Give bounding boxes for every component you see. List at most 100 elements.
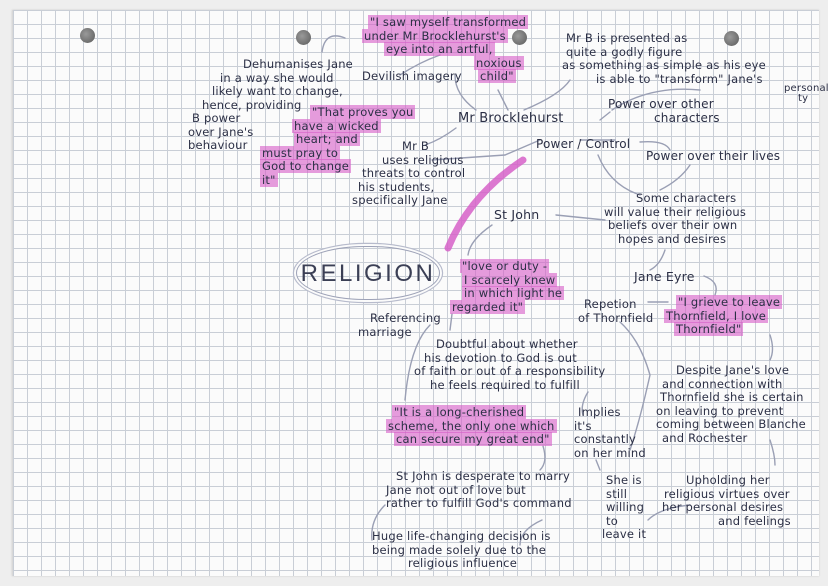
note-power-over-others: Power over other characters <box>608 97 720 125</box>
note-line: personali <box>784 83 828 94</box>
note-mr-b-presented: Mr B is presented as quite a godly figur… <box>562 31 766 86</box>
connector-line <box>467 224 493 256</box>
note-line: religious virtues over <box>664 486 790 501</box>
node-st-john: St John <box>494 207 540 222</box>
note-line: of faith or out of a responsibility <box>414 364 606 378</box>
central-topic-bubble: RELIGION <box>296 246 440 300</box>
node-jane-eyre: Jane Eyre <box>634 269 695 284</box>
note-line: hence, providing <box>202 97 302 112</box>
note-line: Despite Jane's love <box>676 363 790 377</box>
connector-line <box>454 74 477 111</box>
quote-line: "That proves you <box>310 105 416 119</box>
note-line: of Thornfield <box>578 310 654 325</box>
note-line: religious influence <box>408 556 517 570</box>
note-line: ty <box>798 93 809 104</box>
connector-line <box>769 334 774 361</box>
quote-line: "It is a long-cherished <box>392 405 527 419</box>
node-power-control: Power / Control <box>536 137 631 151</box>
quote-line: in which light he <box>462 286 565 300</box>
connector-line <box>581 391 589 416</box>
connector-line <box>703 275 717 296</box>
quote-grieve-to-leave: "I grieve to leave Thornfield, I love Th… <box>664 295 783 337</box>
note-line: Dehumanises Jane <box>243 57 353 71</box>
note-line: St John is desperate to marry <box>396 469 571 483</box>
quote-line: "I saw myself transformed <box>368 15 529 29</box>
note-line: beliefs over their own <box>608 218 738 232</box>
connector-line <box>649 249 666 271</box>
note-line: behaviour <box>188 138 248 152</box>
connector-line <box>431 139 541 161</box>
quote-line: have a wicked <box>292 118 381 133</box>
note-line: likely want to change, <box>212 84 343 98</box>
punch-hole-icon <box>512 30 527 45</box>
note-line: being made solely due to the <box>372 542 547 557</box>
quote-line: "I grieve to leave <box>676 295 783 309</box>
note-line: is able to "transform" Jane's <box>596 71 763 86</box>
note-line: quite a godly figure <box>566 44 683 59</box>
note-line: Mr B <box>402 139 429 153</box>
connector-line <box>599 111 611 121</box>
note-line: it's <box>574 418 592 433</box>
note-line: in a way she would <box>220 70 334 85</box>
note-line: on leaving to prevent <box>656 403 784 418</box>
note-line: Some characters <box>636 191 737 205</box>
note-line: Referencing <box>370 311 441 325</box>
note-dehumanises: Dehumanises Jane in a way she would like… <box>188 57 353 153</box>
note-line: as something as simple as his eye <box>562 58 766 72</box>
connector-line <box>595 459 601 471</box>
note-power-over-lives: Power over their lives <box>646 149 781 163</box>
note-line: and Rochester <box>662 430 748 445</box>
note-line: uses religious <box>382 152 464 167</box>
note-line: constantly <box>574 432 636 446</box>
central-topic-title: RELIGION <box>300 260 436 287</box>
note-repetition: Repetion of Thornfield <box>578 297 654 325</box>
note-line: still <box>606 486 628 501</box>
punch-hole-icon <box>724 31 739 46</box>
note-line: Doubtful about whether <box>436 337 578 351</box>
note-line: rather to fulfill God's command <box>386 496 572 510</box>
quote-love-or-duty: "love or duty - I scarcely knew in which… <box>450 259 565 314</box>
connector-line <box>639 140 671 151</box>
note-line: his devotion to God is out <box>424 350 578 365</box>
note-line: Thornfield she is certain <box>660 390 804 404</box>
note-line: to <box>606 513 618 528</box>
note-referencing-marriage: Referencing marriage <box>358 311 441 339</box>
note-line: B power <box>192 111 241 125</box>
connector-line <box>519 519 543 546</box>
note-line: Power over other <box>608 97 714 111</box>
connector-line <box>424 127 457 146</box>
note-line: Huge life-changing decision is <box>372 529 551 543</box>
connector-line <box>371 504 386 541</box>
note-line: willing <box>606 500 645 514</box>
note-line: over Jane's <box>188 124 254 139</box>
connector-line <box>647 504 691 521</box>
note-line: and connection with <box>662 376 783 391</box>
note-some-characters: Some characters will value their religio… <box>604 191 746 246</box>
connector-line <box>769 439 776 466</box>
quote-line: God to change <box>260 159 352 173</box>
note-line: specifically Jane <box>352 193 448 207</box>
note-st-john-desperate: St John is desperate to marry Jane not o… <box>386 469 572 511</box>
connector-line <box>659 164 691 191</box>
note-line: he feels required to fulfill <box>430 377 580 392</box>
note-mr-b-threats: Mr B uses religious threats to control h… <box>352 139 465 208</box>
note-line: Implies <box>578 405 621 419</box>
punch-hole-icon <box>296 30 311 45</box>
connector-line <box>404 324 431 401</box>
quote-line: can secure my great end" <box>394 432 552 446</box>
quote-line: noxious <box>474 55 524 70</box>
note-devilish-imagery: Devilish imagery <box>362 69 462 83</box>
note-line: his students, <box>358 179 435 194</box>
connector-line <box>555 214 606 221</box>
connector-line <box>523 79 571 111</box>
connector-line <box>597 154 641 196</box>
quote-line: it" <box>260 172 278 187</box>
note-she-is-still-willing: She is still willing to leave it <box>602 473 646 542</box>
connector-line <box>321 35 346 53</box>
note-line: Repetion <box>584 297 637 311</box>
quote-line: eye into an artful, <box>384 42 495 56</box>
quote-line: regarded it" <box>450 299 526 314</box>
note-line: on her mind <box>574 445 646 460</box>
